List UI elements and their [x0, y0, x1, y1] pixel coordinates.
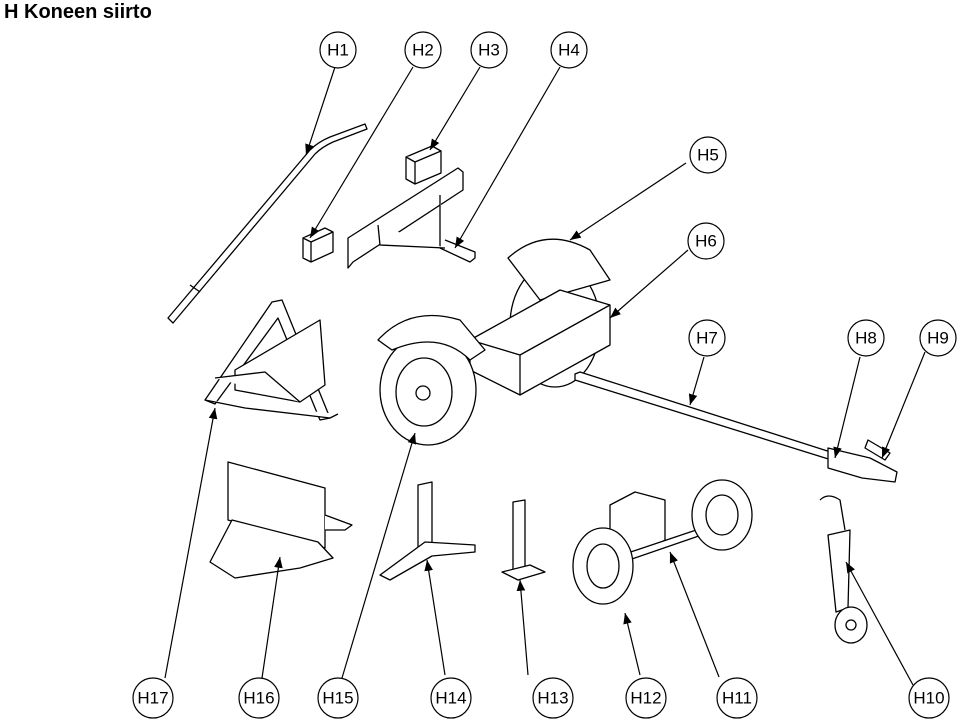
- page-title: H Koneen siirto: [4, 1, 152, 23]
- callout-h10: H10: [908, 677, 950, 719]
- callout-h12-label: H12: [630, 689, 661, 708]
- part-three-point-hitch: [204, 299, 339, 421]
- callout-h7-label: H7: [696, 329, 718, 348]
- callout-h3: H3: [470, 31, 508, 69]
- callout-h11-label: H11: [722, 689, 752, 708]
- callout-h16: H16: [238, 677, 280, 719]
- callout-h8-label: H8: [855, 329, 877, 348]
- callout-h9-label: H9: [927, 329, 949, 348]
- callout-h13-label: H13: [537, 689, 568, 708]
- callout-h6: H6: [687, 222, 725, 260]
- callout-h9: H9: [919, 319, 957, 357]
- callout-h1: H1: [319, 31, 357, 69]
- part-stand: [379, 481, 476, 581]
- callout-h3-label: H3: [478, 41, 500, 60]
- callout-h15: H15: [317, 677, 359, 719]
- part-lamp-left: [302, 227, 334, 263]
- part-frame-plate: [209, 461, 353, 579]
- part-jockey-wheel: [819, 495, 868, 644]
- part-handle-bar: [167, 123, 368, 324]
- callout-h10-label: H10: [913, 689, 944, 708]
- callout-h6-label: H6: [695, 232, 717, 251]
- part-wheel-pair: [572, 479, 753, 605]
- callout-h4-label: H4: [558, 41, 580, 60]
- callout-h17: H17: [132, 677, 174, 719]
- callout-h1-label: H1: [327, 41, 349, 60]
- callout-h16-label: H16: [243, 689, 274, 708]
- callout-h17-label: H17: [137, 689, 168, 708]
- part-axle-chassis: [377, 238, 611, 446]
- callout-h7: H7: [688, 319, 726, 357]
- callout-h5-label: H5: [697, 146, 719, 165]
- callout-h11: H11: [716, 677, 758, 719]
- callout-h15-label: H15: [322, 689, 353, 708]
- callout-h12: H12: [625, 677, 667, 719]
- callout-h14-label: H14: [435, 689, 466, 708]
- leader-lines: [164, 66, 926, 686]
- part-jack-post: [501, 499, 546, 581]
- callout-h5: H5: [689, 136, 727, 174]
- callout-h13: H13: [532, 677, 574, 719]
- callout-h4: H4: [550, 31, 588, 69]
- part-lamp-right: [405, 145, 442, 185]
- callout-h8: H8: [847, 319, 885, 357]
- callout-h2-label: H2: [412, 41, 434, 60]
- callout-h14: H14: [430, 677, 472, 719]
- callout-h2: H2: [404, 31, 442, 69]
- part-tow-bar: [574, 371, 898, 483]
- part-lamp-bracket: [347, 167, 476, 269]
